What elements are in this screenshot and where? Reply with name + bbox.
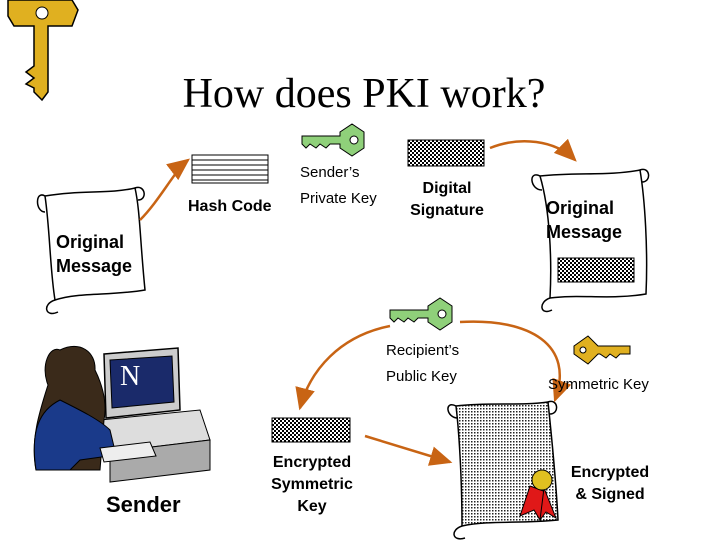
encrypted-key-box (271, 417, 351, 443)
computer-user-icon (33, 345, 211, 483)
scroll-left (36, 186, 146, 315)
label-symmetric-key: Symmetric Key (548, 376, 649, 393)
label-encrypted-symmetric-key: Encrypted Symmetric Key (262, 452, 362, 518)
seal-ribbon-icon (519, 469, 558, 522)
hash-code-box (191, 154, 269, 184)
label-line: Encrypted (272, 454, 352, 471)
arrow-key-to-signed (459, 320, 572, 403)
label-line: Original (56, 232, 125, 252)
label-line: Private Key (300, 190, 377, 207)
arrow-encrypted-key-to-signed (364, 434, 453, 466)
green-key-icon (389, 297, 453, 331)
label-digital-signature: Digital Signature (404, 178, 490, 222)
page-title: How does PKI work? (182, 71, 546, 117)
gold-key-icon (573, 335, 631, 365)
green-key-icon (301, 123, 365, 157)
label-hash-code: Hash Code (188, 198, 272, 215)
arrow-key-to-encrypted-key (295, 324, 391, 411)
label-original-message-left: Original Message (56, 230, 132, 278)
label-line: Sender’s (300, 164, 360, 181)
label-line: & Signed (575, 486, 645, 503)
label-line: Encrypted (570, 464, 650, 481)
label-line: Public Key (386, 368, 457, 385)
label-line: Key (297, 498, 327, 515)
label-line: Signature (410, 202, 484, 219)
label-line: Original (546, 198, 615, 218)
label-recipients-public-key: Recipient’s Public Key (386, 338, 459, 390)
digital-signature-box (407, 139, 485, 167)
label-line: Digital (422, 180, 472, 197)
label-line: Message (546, 222, 623, 242)
label-original-message-right: Original Message (546, 196, 622, 244)
label-line: Recipient’s (386, 342, 460, 359)
label-senders-private-key: Sender’s Private Key (300, 160, 377, 212)
monitor-logo: N (120, 361, 141, 392)
scroll-right (531, 168, 650, 313)
label-line: Message (56, 256, 133, 276)
label-encrypted-signed: Encrypted & Signed (560, 462, 660, 506)
gold-key-icon (7, 0, 79, 102)
label-sender: Sender (106, 492, 181, 517)
arrow-signature-to-scroll (489, 138, 577, 162)
arrow-scroll-to-hash (139, 158, 190, 221)
label-line: Symmetric (271, 476, 353, 493)
